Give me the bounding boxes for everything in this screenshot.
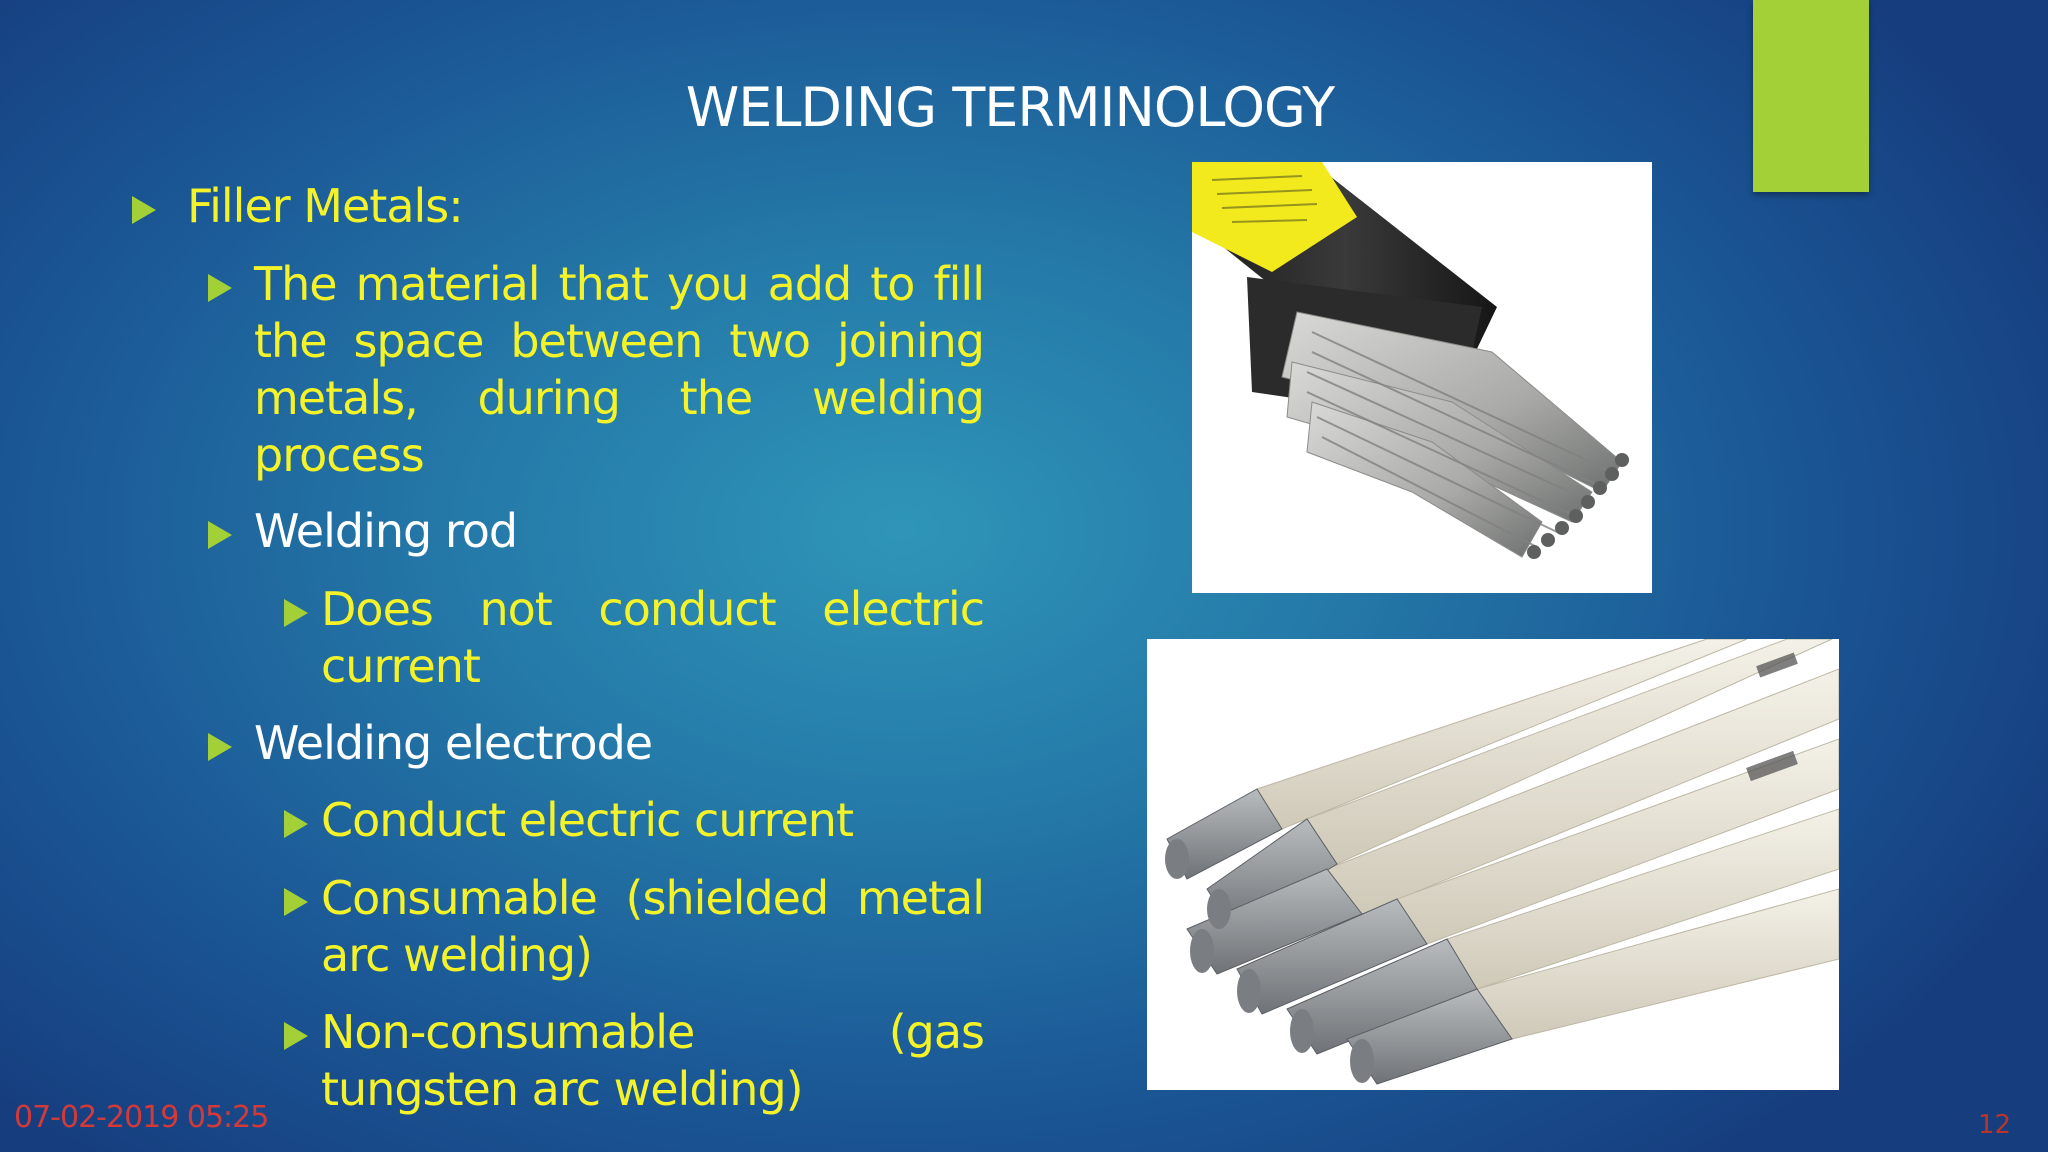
- bullet-text: The material that you add to fill the sp…: [254, 257, 985, 482]
- welding-rod-box-illustration: [1192, 162, 1652, 593]
- welding-rod-box-photo: [1192, 162, 1652, 593]
- slide-title: WELDING TERMINOLOGY: [685, 76, 1335, 139]
- bullet-text: Non-consumable (gas tungsten arc welding…: [321, 1005, 985, 1116]
- bullet-arrow-icon: [284, 810, 308, 838]
- bullet-arrow-icon: [284, 888, 308, 916]
- bullet-filler-metals: Filler Metals:: [132, 178, 832, 235]
- accent-bar: [1753, 0, 1869, 192]
- bullet-electrode-nonconsumable: Non-consumable (gas tungsten arc welding…: [284, 1004, 985, 1118]
- bullet-text: Welding rod: [254, 504, 518, 558]
- bullet-arrow-icon: [284, 599, 308, 627]
- bullet-welding-rod: Welding rod: [208, 503, 984, 560]
- bullet-electrode-conduct: Conduct electric current: [284, 792, 984, 849]
- bullet-arrow-icon: [208, 274, 232, 302]
- footer-date: 07-02-2019 05:25: [14, 1100, 269, 1135]
- bullet-welding-electrode: Welding electrode: [208, 715, 984, 772]
- bullet-arrow-icon: [208, 521, 232, 549]
- bullet-text: Conduct electric current: [321, 793, 854, 847]
- bullet-text: Filler Metals:: [187, 179, 464, 233]
- page-number: 12: [1978, 1110, 2012, 1140]
- bullet-electrode-consumable: Consumable (shielded metal arc welding): [284, 870, 985, 984]
- welding-electrodes-closeup-photo: [1147, 639, 1839, 1090]
- bullet-text: Does not conduct electric current: [321, 582, 985, 693]
- bullet-rod-property: Does not conduct electric current: [284, 581, 985, 695]
- bullet-arrow-icon: [284, 1022, 308, 1050]
- bullet-filler-definition: The material that you add to fill the sp…: [208, 256, 985, 484]
- bullet-text: Welding electrode: [254, 716, 653, 770]
- welding-electrodes-illustration: [1147, 639, 1839, 1090]
- bullet-arrow-icon: [132, 196, 156, 224]
- bullet-text: Consumable (shielded metal arc welding): [321, 871, 985, 982]
- bullet-arrow-icon: [208, 733, 232, 761]
